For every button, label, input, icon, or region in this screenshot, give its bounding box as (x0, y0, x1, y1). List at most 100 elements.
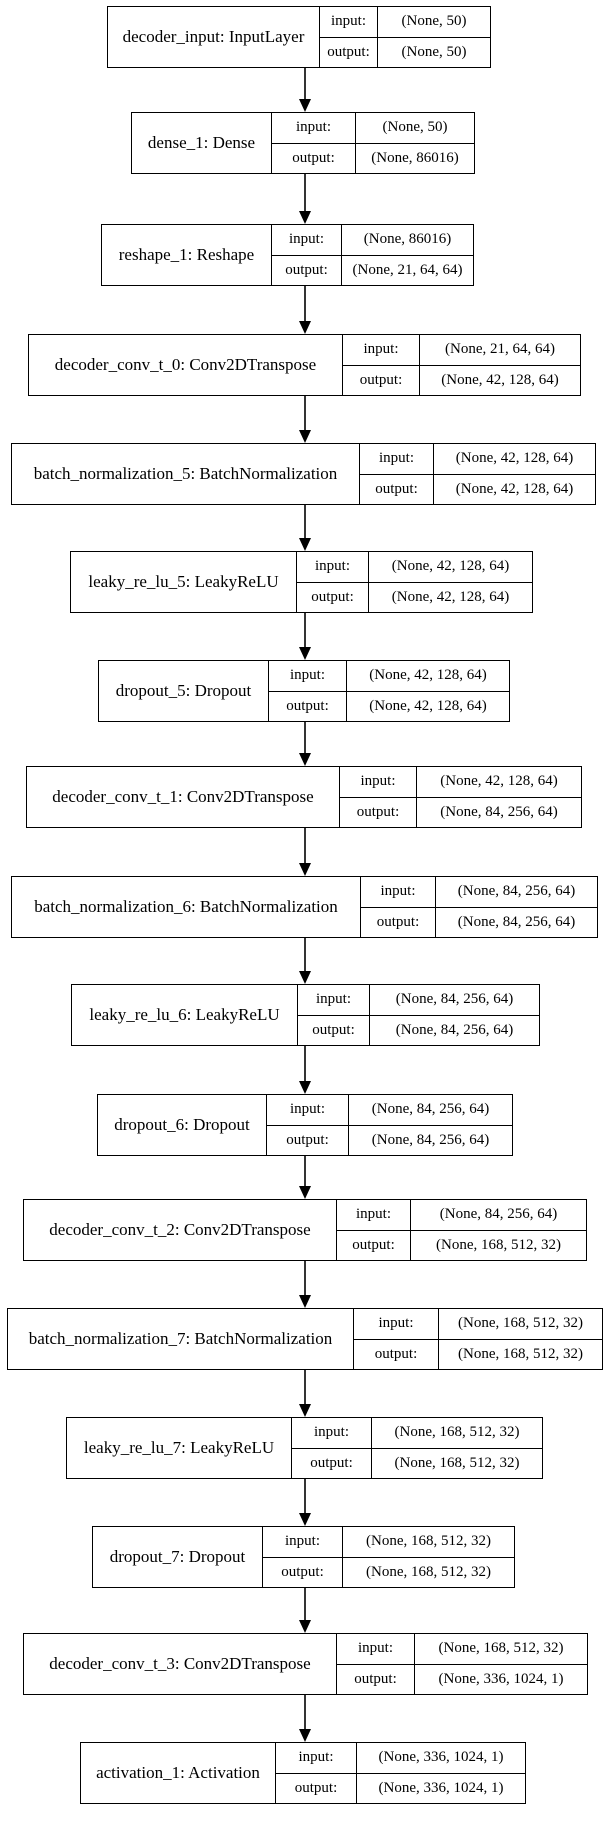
input-label: input: (297, 552, 369, 582)
layer-name: activation_1: Activation (81, 1743, 276, 1803)
input-label: input: (272, 113, 356, 143)
io-table: input:(None, 50)output:(None, 50) (320, 7, 490, 67)
input-label: input: (320, 7, 378, 37)
output-row: output:(None, 336, 1024, 1) (276, 1772, 525, 1803)
output-label: output: (337, 1664, 415, 1694)
layer-name: decoder_conv_t_3: Conv2DTranspose (24, 1634, 337, 1694)
edge-arrow (299, 174, 311, 224)
io-table: input:(None, 42, 128, 64)output:(None, 4… (297, 552, 532, 612)
layer-name: decoder_input: InputLayer (108, 7, 320, 67)
input-label: input: (361, 877, 436, 907)
input-shape: (None, 84, 256, 64) (395, 991, 514, 1008)
output-label: output: (360, 474, 434, 504)
input-shape: (None, 50) (382, 119, 448, 136)
output-label: output: (267, 1125, 349, 1155)
output-row: output:(None, 168, 512, 32) (354, 1338, 602, 1369)
input-label: input: (337, 1634, 415, 1664)
output-shape: (None, 84, 256, 64) (371, 1131, 490, 1148)
input-shape: (None, 21, 64, 64) (445, 341, 555, 358)
layer-name: leaky_re_lu_7: LeakyReLU (67, 1418, 292, 1478)
edge-arrow (299, 1370, 311, 1417)
layer-name: batch_normalization_7: BatchNormalizatio… (8, 1309, 354, 1369)
edge-arrow (299, 286, 311, 334)
io-table: input: (None, 50) output:(None, 86016) (272, 113, 474, 173)
input-row: input: (None, 84, 256, 64) (361, 877, 597, 907)
edge-arrow (299, 613, 311, 660)
output-row: output:(None, 84, 256, 64) (361, 906, 597, 937)
input-shape: (None, 168, 512, 32) (458, 1315, 583, 1332)
output-label: output: (272, 255, 342, 285)
output-row: output: (None, 84, 256, 64) (267, 1124, 512, 1155)
output-label: output: (320, 37, 378, 67)
layer-name: batch_normalization_6: BatchNormalizatio… (12, 877, 361, 937)
io-table: input:(None, 21, 64, 64)output:(None, 42… (343, 335, 580, 395)
input-row: input:(None, 42, 128, 64) (269, 661, 509, 691)
output-label: output: (354, 1339, 439, 1369)
input-shape: (None, 42, 128, 64) (391, 558, 510, 575)
input-row: input:(None, 50) (320, 7, 490, 37)
output-label: output: (337, 1230, 411, 1260)
input-row: input: (None, 42, 128, 64) (297, 552, 532, 582)
input-label: input: (360, 444, 434, 474)
output-row: output:(None, 168, 512, 32) (263, 1556, 514, 1587)
layer-name: decoder_conv_t_0: Conv2DTranspose (29, 335, 343, 395)
io-table: input: (None, 168, 512, 32)output:(None, … (292, 1418, 542, 1478)
input-shape: (None, 42, 128, 64) (440, 773, 558, 790)
edge-arrow (299, 1156, 311, 1199)
layer-name: leaky_re_lu_6: LeakyReLU (72, 985, 298, 1045)
io-table: input:(None, 42, 128, 64)output:(None, 8… (340, 767, 581, 827)
edge-arrow (299, 505, 311, 551)
io-table: input:(None, 84, 256, 64)output:(None, 1… (337, 1200, 586, 1260)
output-shape: (None, 21, 64, 64) (352, 261, 463, 278)
edge-arrow (299, 396, 311, 443)
edge-arrow (299, 1479, 311, 1526)
input-shape: (None, 42, 128, 64) (369, 667, 487, 684)
layer-name: batch_normalization_5: BatchNormalizatio… (12, 444, 360, 504)
layer-node-batch_normalization_6: batch_normalization_6: BatchNormalizatio… (11, 876, 598, 938)
input-shape: (None, 42, 128, 64) (455, 450, 574, 467)
input-shape: (None, 84, 256, 64) (457, 883, 576, 900)
io-table: input: (None, 86016) output: (None, 21, 64,… (272, 225, 473, 285)
output-label: output: (276, 1773, 357, 1803)
input-label: input: (272, 225, 342, 255)
input-row: input:(None, 84, 256, 64) (298, 985, 539, 1015)
edge-arrow (299, 828, 311, 876)
input-label: input: (343, 335, 420, 365)
io-table: input:(None, 84, 256, 64)output:(None, 8… (298, 985, 539, 1045)
output-row: output:(None, 86016) (272, 142, 474, 173)
output-shape: (None, 42, 128, 64) (391, 588, 510, 605)
output-shape: (None, 42, 128, 64) (441, 371, 559, 388)
input-label: input: (340, 767, 417, 797)
edge-arrow (299, 68, 311, 112)
output-row: output:(None, 50) (320, 36, 490, 67)
output-row: output:(None, 168, 512, 32) (292, 1447, 542, 1478)
output-shape: (None, 86016) (371, 149, 459, 166)
input-row: input: (None, 50) (272, 113, 474, 143)
output-shape: (None, 84, 256, 64) (440, 803, 558, 820)
input-shape: (None, 336, 1024, 1) (378, 1749, 504, 1766)
output-row: output:(None, 42, 128, 64) (297, 581, 532, 612)
edge-arrow (299, 1588, 311, 1633)
output-row: output: (None, 21, 64, 64) (272, 254, 473, 285)
input-shape: (None, 86016) (363, 231, 452, 248)
output-shape: (None, 168, 512, 32) (394, 1454, 520, 1471)
layer-name: dropout_7: Dropout (93, 1527, 263, 1587)
input-label: input: (263, 1527, 343, 1557)
edge-arrow (299, 938, 311, 984)
layer-name: dense_1: Dense (132, 113, 272, 173)
input-row: input:(None, 168, 512, 32) (337, 1634, 587, 1664)
input-label: input: (292, 1418, 372, 1448)
io-table: input: (None, 42, 128, 64)output: (None, 4… (360, 444, 595, 504)
io-table: input:(None, 336, 1024, 1)output:(None, … (276, 1743, 525, 1803)
input-row: input: (None, 42, 128, 64) (360, 444, 595, 474)
input-shape: (None, 168, 512, 32) (366, 1533, 491, 1550)
input-row: input: (None, 42, 128, 64) (340, 767, 581, 797)
